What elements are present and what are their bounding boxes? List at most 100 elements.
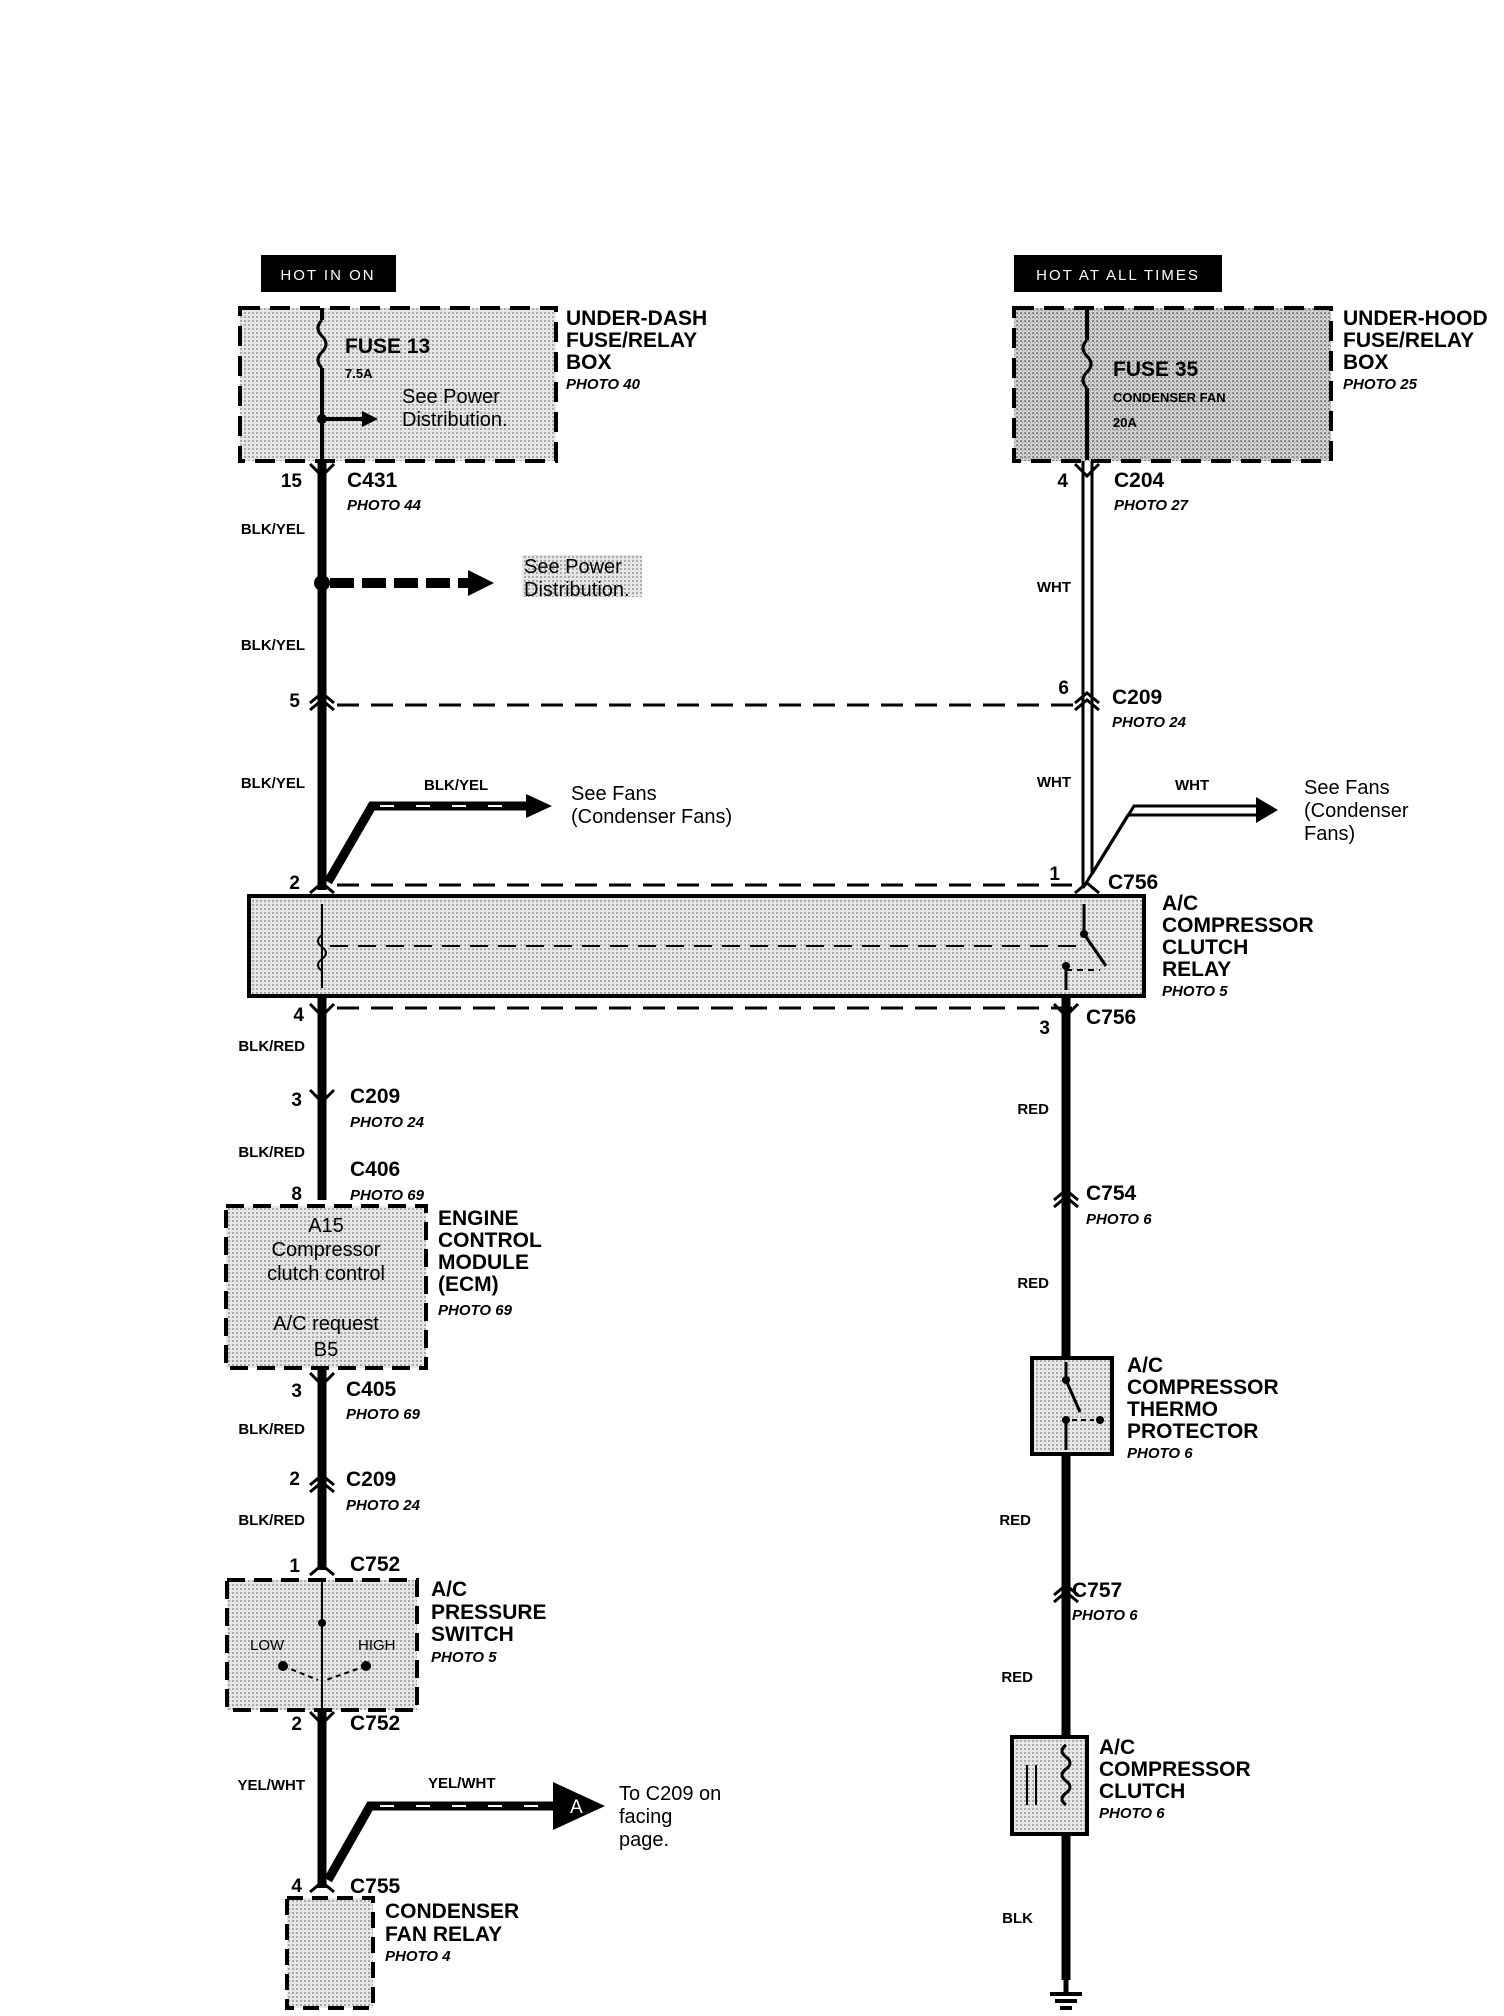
svg-text:BLK/YEL: BLK/YEL (424, 777, 488, 794)
branch-see-fans-left: BLK/YEL See Fans (Condenser Fans) (324, 777, 732, 885)
svg-text:A/C request: A/C request (273, 1313, 379, 1335)
svg-text:To C209 on: To C209 on (619, 1783, 721, 1805)
engine-control-module: A15 Compressor clutch control A/C reques… (224, 1204, 428, 1370)
connector-c209-top: 5 6 C209 PHOTO 24 (289, 678, 1186, 731)
svg-text:A/C: A/C (1099, 1736, 1135, 1759)
svg-text:C752: C752 (350, 1712, 400, 1735)
svg-text:C752: C752 (350, 1553, 400, 1576)
wire-color-label: BLK/YEL (241, 521, 305, 538)
svg-text:RELAY: RELAY (1162, 958, 1231, 981)
svg-text:B5: B5 (314, 1339, 338, 1361)
svg-text:A15: A15 (308, 1215, 344, 1237)
svg-text:BLK/RED: BLK/RED (238, 1144, 305, 1161)
svg-text:WHT: WHT (1175, 777, 1209, 794)
svg-text:(ECM): (ECM) (438, 1273, 499, 1296)
svg-text:CLUTCH: CLUTCH (1099, 1780, 1185, 1803)
svg-text:2: 2 (289, 1469, 300, 1490)
branch-to-c209-facing-page: A YEL/WHT To C209 on facing page. (324, 1775, 721, 1883)
svg-text:HIGH: HIGH (358, 1637, 396, 1654)
ac-compressor-clutch-relay: 2 1 C756 (247, 864, 1158, 998)
ac-pressure-switch: LOW HIGH (225, 1578, 419, 1712)
svg-text:See Fans: See Fans (1304, 777, 1390, 799)
svg-text:See Fans: See Fans (571, 783, 657, 805)
svg-text:PHOTO 6: PHOTO 6 (1099, 1805, 1165, 1822)
svg-text:5: 5 (289, 691, 300, 712)
svg-text:PHOTO 69: PHOTO 69 (350, 1187, 425, 1204)
svg-text:A/C: A/C (431, 1578, 467, 1601)
svg-text:15: 15 (281, 471, 303, 492)
svg-text:CONDENSER: CONDENSER (385, 1900, 519, 1923)
svg-text:BOX: BOX (566, 351, 612, 374)
svg-text:SWITCH: SWITCH (431, 1623, 514, 1646)
svg-text:2: 2 (289, 873, 300, 894)
svg-text:C209: C209 (1112, 686, 1162, 709)
svg-text:C756: C756 (1086, 1006, 1136, 1029)
svg-text:RED: RED (1001, 1669, 1033, 1686)
under-dash-fuse-box: FUSE 13 7.5A See Power Distribution. (238, 306, 558, 463)
svg-text:clutch control: clutch control (267, 1263, 385, 1285)
svg-text:LOW: LOW (250, 1637, 285, 1654)
see-fans-right: See Fans (Condenser Fans) (1304, 777, 1409, 845)
svg-text:3: 3 (291, 1381, 302, 1402)
svg-text:UNDER-HOOD: UNDER-HOOD (1343, 307, 1488, 330)
svg-text:3: 3 (1039, 1018, 1050, 1039)
svg-text:Distribution.: Distribution. (402, 409, 508, 431)
connector-c431: 15 C431 PHOTO 44 (281, 462, 422, 514)
svg-text:C209: C209 (350, 1085, 400, 1108)
ground-icon (1050, 1980, 1082, 2010)
svg-text:FUSE/RELAY: FUSE/RELAY (566, 329, 697, 352)
svg-text:BLK/RED: BLK/RED (238, 1512, 305, 1529)
svg-text:PHOTO 6: PHOTO 6 (1127, 1445, 1193, 1462)
svg-text:BLK/RED: BLK/RED (238, 1038, 305, 1055)
svg-text:RED: RED (1017, 1101, 1049, 1118)
fuse-13-label: FUSE 13 (345, 335, 430, 358)
under-hood-fuse-box: FUSE 35 CONDENSER FAN 20A (1012, 306, 1333, 463)
svg-text:COMPRESSOR: COMPRESSOR (1127, 1376, 1279, 1399)
svg-text:8: 8 (291, 1184, 302, 1205)
svg-text:PHOTO 40: PHOTO 40 (566, 376, 641, 393)
connector-c209-mid: 3 C209 PHOTO 24 (291, 1085, 424, 1131)
svg-text:COMPRESSOR: COMPRESSOR (1099, 1758, 1251, 1781)
connector-c754: C754 PHOTO 6 (1053, 1182, 1152, 1228)
connector-c756-right: 3 C756 (1039, 1002, 1136, 1039)
svg-text:A/C: A/C (1162, 892, 1198, 915)
connector-c756-left: 4 (293, 1002, 336, 1026)
ecm-title: ENGINE CONTROL MODULE (ECM) PHOTO 69 (438, 1207, 542, 1319)
svg-text:YEL/WHT: YEL/WHT (238, 1777, 306, 1794)
svg-text:PHOTO 6: PHOTO 6 (1072, 1607, 1138, 1624)
svg-text:facing: facing (619, 1806, 672, 1828)
svg-text:6: 6 (1058, 678, 1069, 699)
svg-text:BLK: BLK (1002, 1910, 1033, 1927)
svg-text:YEL/WHT: YEL/WHT (428, 1775, 496, 1792)
svg-text:ENGINE: ENGINE (438, 1207, 519, 1230)
svg-text:WHT: WHT (1037, 774, 1071, 791)
connector-c405: 3 C405 PHOTO 69 (291, 1371, 421, 1423)
svg-text:CONTROL: CONTROL (438, 1229, 542, 1252)
svg-text:RED: RED (999, 1512, 1031, 1529)
svg-text:PHOTO 44: PHOTO 44 (347, 497, 422, 514)
svg-text:WHT: WHT (1037, 579, 1071, 596)
svg-text:PHOTO 24: PHOTO 24 (1112, 714, 1187, 731)
svg-text:20A: 20A (1113, 415, 1137, 430)
svg-text:PHOTO 5: PHOTO 5 (431, 1649, 497, 1666)
connector-c209-low: 2 C209 PHOTO 24 (289, 1468, 420, 1514)
svg-text:PROTECTOR: PROTECTOR (1127, 1420, 1258, 1443)
svg-text:C405: C405 (346, 1378, 397, 1401)
svg-text:HOT AT ALL TIMES: HOT AT ALL TIMES (1036, 267, 1200, 284)
svg-text:4: 4 (291, 1876, 302, 1897)
svg-text:BLK/YEL: BLK/YEL (241, 637, 305, 654)
svg-text:(Condenser Fans): (Condenser Fans) (571, 806, 732, 828)
hot-in-on-tag: HOT IN ON (261, 255, 396, 292)
svg-text:page.: page. (619, 1829, 669, 1851)
svg-text:A/C: A/C (1127, 1354, 1163, 1377)
svg-text:BLK/YEL: BLK/YEL (241, 775, 305, 792)
svg-text:PHOTO 25: PHOTO 25 (1343, 376, 1418, 393)
svg-text:(Condenser: (Condenser (1304, 800, 1409, 822)
compressor-clutch-title: A/C COMPRESSOR CLUTCH PHOTO 6 (1099, 1736, 1251, 1822)
svg-text:MODULE: MODULE (438, 1251, 529, 1274)
svg-text:BOX: BOX (1343, 351, 1389, 374)
right-wire-wht (1081, 461, 1278, 889)
svg-text:BLK/RED: BLK/RED (238, 1421, 305, 1438)
ac-compressor-clutch (1010, 1735, 1089, 1836)
